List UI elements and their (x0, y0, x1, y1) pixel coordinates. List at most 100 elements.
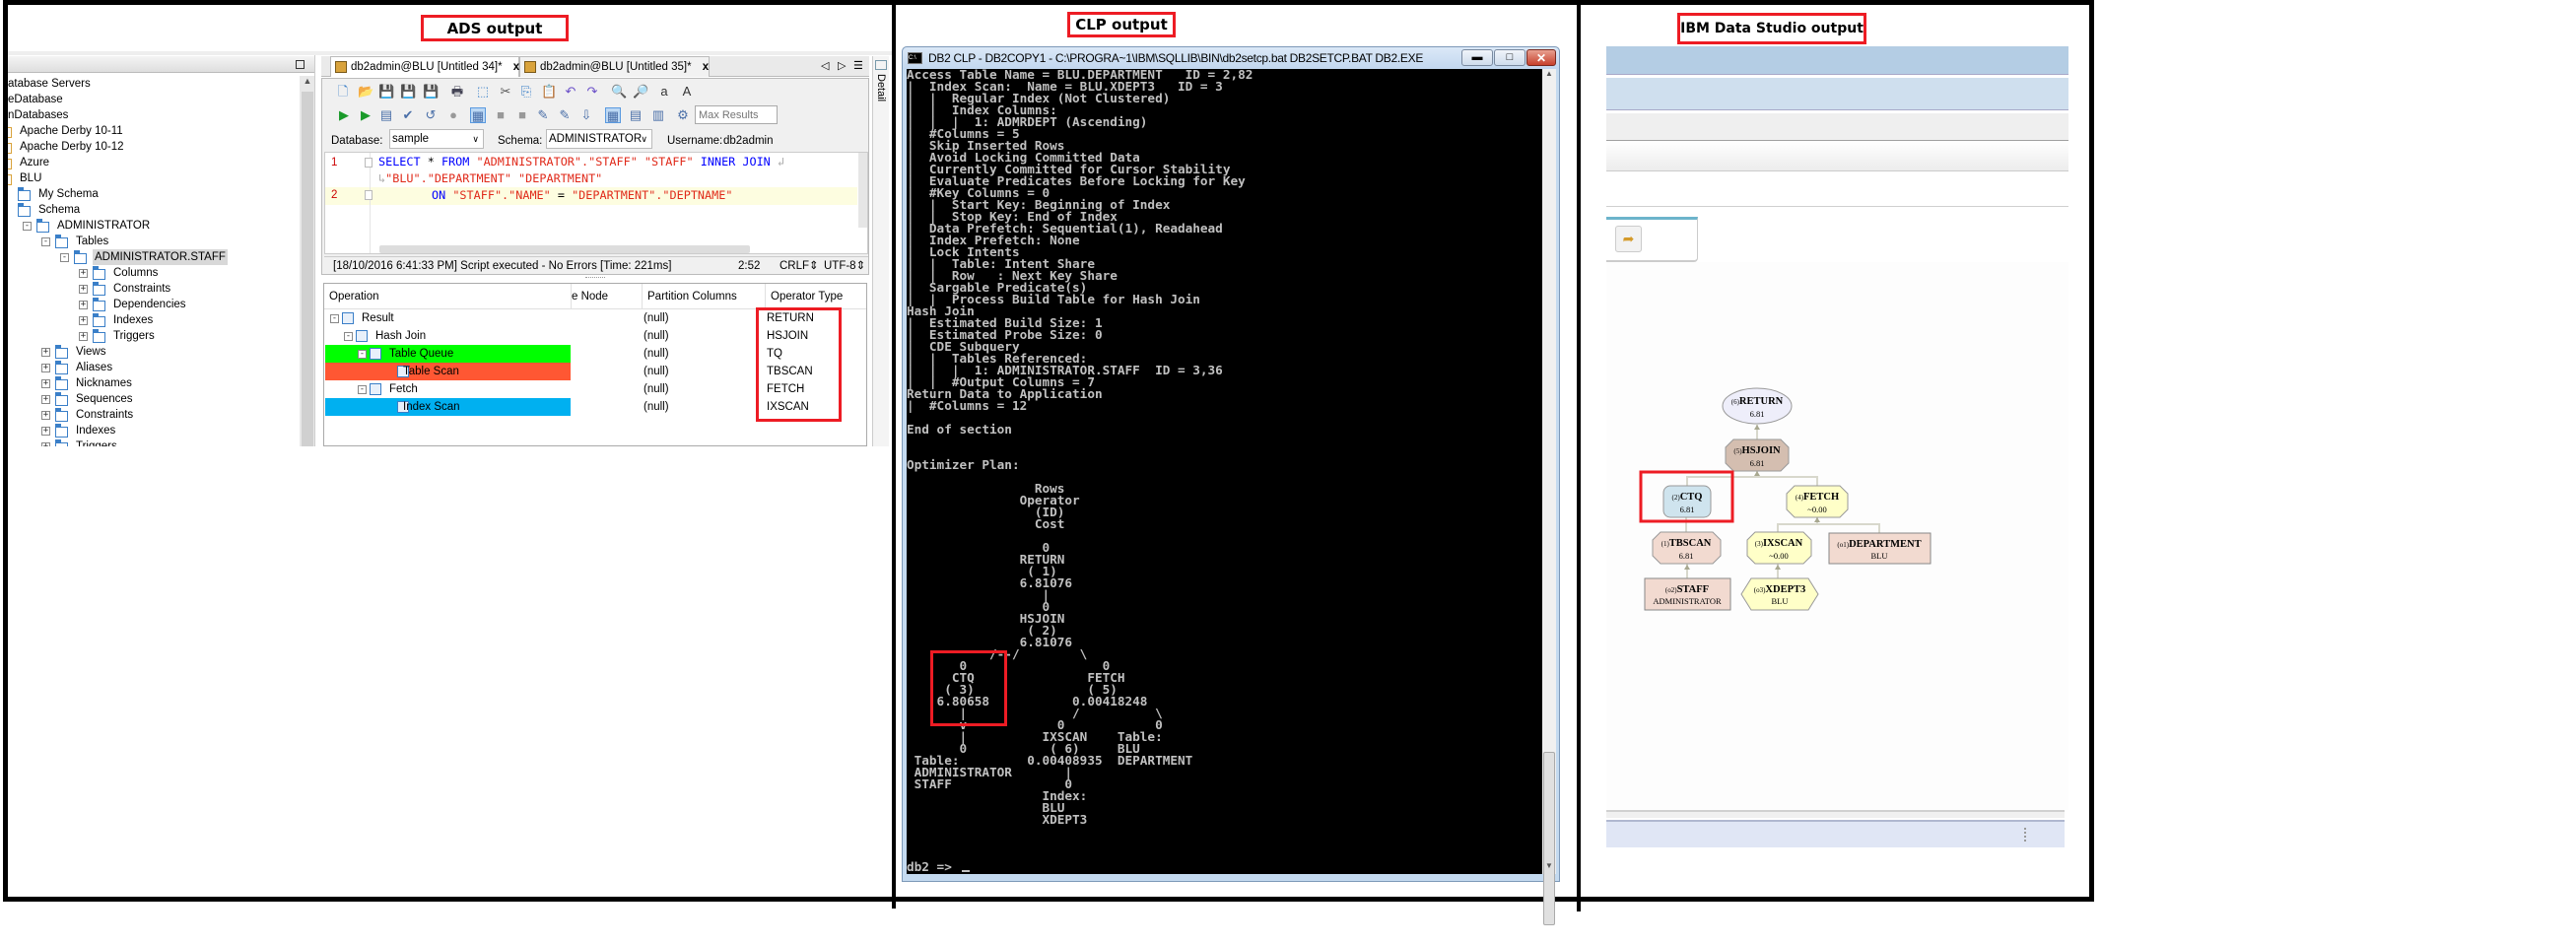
uppercase-icon[interactable]: A (682, 84, 692, 99)
expand-icon[interactable]: + (79, 315, 88, 325)
collapse-icon[interactable]: - (358, 349, 367, 359)
tree-item[interactable]: -Tables (8, 234, 300, 249)
save-icon[interactable]: 💾 (378, 84, 395, 99)
undo-icon[interactable]: ↶ (565, 84, 576, 99)
node-department[interactable]: (o1)DEPARTMENT BLU (1828, 532, 1932, 565)
debug-icon[interactable]: ✎ (537, 107, 549, 122)
scroll-up-icon[interactable]: ▲ (1545, 69, 1553, 78)
tab-list-icon[interactable]: ☰ (853, 60, 863, 72)
editor-vertical-scrollbar[interactable] (858, 153, 867, 228)
schema-select[interactable]: ADMINISTRATOR ∨ (546, 129, 652, 149)
lowercase-icon[interactable]: a (660, 84, 668, 99)
collapse-icon[interactable]: - (60, 252, 69, 262)
copy-icon[interactable]: ⎘ (520, 84, 532, 99)
tree-item[interactable]: Apache Derby 10-12 (8, 139, 300, 155)
close-button[interactable]: ✕ (1526, 49, 1556, 66)
find-icon[interactable]: 🔍 (611, 84, 628, 99)
explain-icon[interactable]: ▦ (470, 107, 486, 123)
find-replace-icon[interactable]: 🔎 (633, 84, 649, 99)
select-icon[interactable]: ⬚ (476, 84, 490, 99)
scroll-tabs-right-icon[interactable]: ▷ (838, 60, 847, 72)
expand-icon[interactable]: + (41, 378, 50, 388)
node-staff[interactable]: (o2)STAFF ADMINISTRATOR (1644, 577, 1731, 611)
new-file-icon[interactable]: 🗋 (337, 84, 349, 99)
profile-icon[interactable]: ✎ (559, 107, 571, 122)
expand-icon[interactable]: + (41, 442, 50, 446)
import-icon[interactable]: ⇩ (580, 107, 592, 122)
grid-row[interactable]: Index Scan(null)IXSCAN (325, 398, 863, 416)
redo-icon[interactable]: ↷ (586, 84, 598, 99)
tree-item[interactable]: -ADMINISTRATOR (8, 218, 300, 234)
editor-horizontal-scrollbar[interactable] (379, 245, 750, 253)
restore-icon[interactable] (296, 60, 305, 69)
save-as-icon[interactable]: 💾 (423, 84, 440, 99)
execute-icon[interactable]: ▶ (339, 107, 349, 122)
stop-icon[interactable]: ● (449, 107, 457, 122)
expand-icon[interactable]: + (41, 410, 50, 420)
tree-item[interactable]: +Sequences (8, 391, 300, 407)
scroll-up-icon[interactable]: ▲ (303, 76, 312, 86)
collapse-icon[interactable]: - (330, 313, 339, 323)
node-tbscan[interactable]: (1)TBSCAN 6.81 (1652, 531, 1722, 565)
text-results-icon[interactable]: ▤ (629, 107, 643, 122)
console-scrollbar[interactable]: ▲ ▼ (1542, 69, 1556, 925)
clp-console[interactable]: Access Table Name = BLU.DEPARTMENT ID = … (907, 69, 1542, 874)
splitter-handle[interactable] (585, 277, 605, 280)
encoding-select[interactable]: UTF-8⇕ (824, 260, 866, 272)
column-header-operation[interactable]: Operation (329, 284, 572, 309)
tree-item[interactable]: +Triggers (8, 438, 300, 446)
scroll-down-icon[interactable]: ▼ (1545, 861, 1553, 870)
column-header-operator-type[interactable]: Operator Type (771, 291, 844, 303)
tree-item[interactable]: -ADMINISTRATOR.STAFF (8, 249, 300, 265)
tree-item[interactable]: +Indexes (8, 312, 300, 328)
execute-script-icon[interactable]: ▤ (379, 107, 393, 122)
fold-icon[interactable] (365, 158, 373, 168)
minimize-button[interactable]: ▬ (1461, 49, 1493, 66)
tree-item[interactable]: Apache Derby 10-11 (8, 123, 300, 139)
collapse-icon[interactable]: - (41, 236, 50, 246)
grid-row[interactable]: -Result(null)RETURN (325, 309, 863, 327)
node-xdept3[interactable]: (o3)XDEPT3 BLU (1740, 577, 1819, 611)
column-header-node[interactable]: e Node (572, 284, 643, 309)
tree-item[interactable]: BLU (8, 170, 300, 186)
settings-icon[interactable]: ⚙ (677, 107, 689, 122)
rollback-icon[interactable]: ↺ (425, 107, 437, 122)
expand-icon[interactable]: + (79, 268, 88, 278)
grid-row[interactable]: -Table Queue(null)TQ (325, 345, 863, 363)
more-options-icon[interactable] (2024, 828, 2026, 842)
maximize-button[interactable]: □ (1494, 49, 1525, 66)
tab-untitled-35[interactable]: db2admin@BLU [Untitled 35]* x (519, 56, 710, 77)
grid-row[interactable]: -Hash Join(null)HSJOIN (325, 327, 863, 345)
tree-item[interactable]: +Triggers (8, 328, 300, 344)
run-icon[interactable]: ▶ (361, 107, 371, 122)
expand-icon[interactable]: + (79, 331, 88, 341)
grid-row[interactable]: Table Scan(null)TBSCAN (325, 363, 863, 380)
print-icon[interactable]: 🖶 (450, 84, 464, 99)
tree-item[interactable]: +Dependencies (8, 297, 300, 312)
file-results-icon[interactable]: ▥ (651, 107, 665, 122)
tree-item[interactable]: My Schema (8, 186, 300, 202)
collapse-icon[interactable]: - (358, 384, 367, 394)
detail-side-panel[interactable]: Detail (872, 56, 889, 446)
commit-icon[interactable]: ✔ (402, 107, 414, 122)
tree-item[interactable]: +Columns (8, 265, 300, 281)
save-all-icon[interactable]: 💾 (400, 84, 417, 99)
collapse-icon[interactable]: - (344, 331, 353, 341)
expand-icon[interactable]: + (41, 426, 50, 436)
sql-editor[interactable]: 1 2 SELECT * FROM "ADMINISTRATOR"."STAFF… (324, 152, 868, 254)
tree-item[interactable]: eDatabase (8, 92, 300, 107)
node-return[interactable]: (6)RETURN 6.81 (1722, 387, 1793, 425)
line-ending-select[interactable]: CRLF⇕ (780, 260, 819, 272)
close-tab-icon[interactable]: x (512, 61, 520, 73)
tree-item[interactable]: +Views (8, 344, 300, 360)
cut-icon[interactable]: ✂ (500, 84, 511, 99)
tree-item[interactable]: nDatabases (8, 107, 300, 123)
disabled-icon-2[interactable]: ■ (518, 107, 526, 122)
expand-icon[interactable]: + (41, 394, 50, 404)
tree-item[interactable]: +Aliases (8, 360, 300, 375)
scroll-thumb[interactable] (302, 92, 313, 446)
tree-item[interactable]: atabase Servers (8, 76, 300, 92)
grid-results-icon[interactable]: ▦ (605, 107, 621, 123)
tab-untitled-34[interactable]: db2admin@BLU [Untitled 34]* x (330, 56, 519, 77)
expand-icon[interactable]: + (79, 300, 88, 309)
